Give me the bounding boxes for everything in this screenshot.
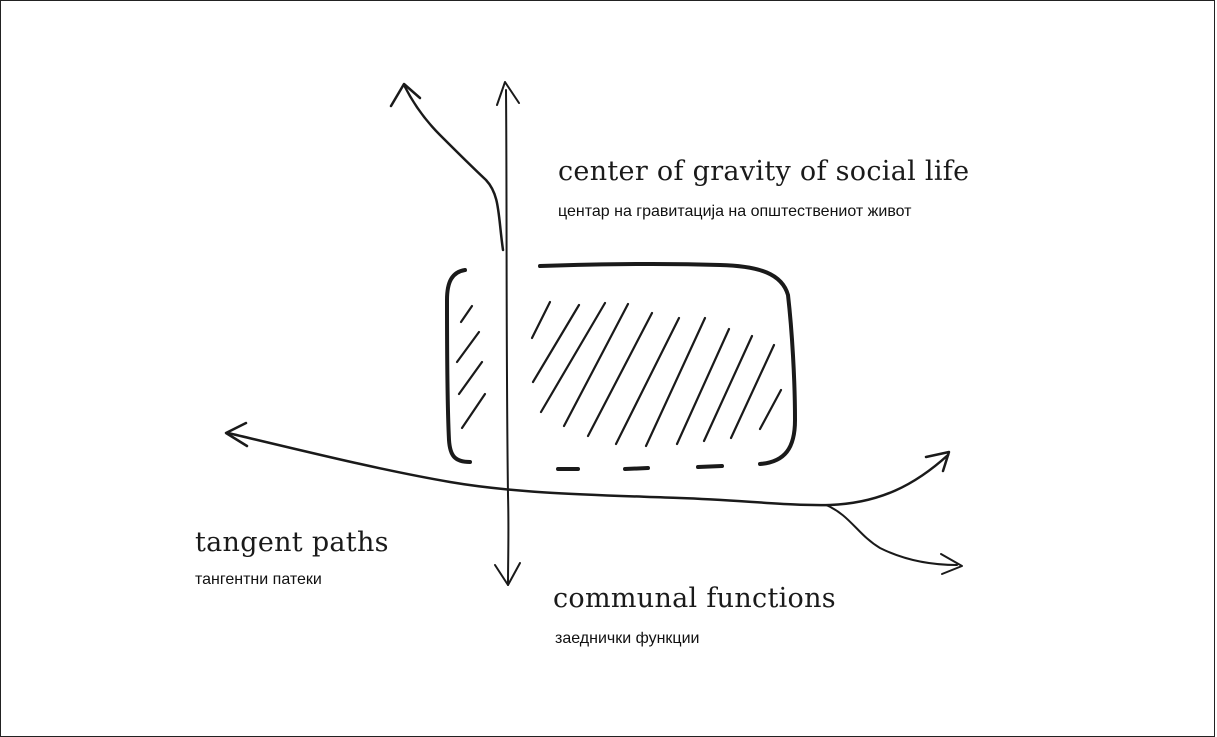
tangent-paths-label: tangent paths bbox=[195, 527, 389, 558]
upper-left-curve-arrow bbox=[389, 82, 505, 252]
communal-functions-translation: заеднички функции bbox=[555, 630, 700, 647]
vertical-axis-arrow bbox=[494, 81, 521, 586]
gravity-block bbox=[445, 261, 797, 471]
hatching bbox=[455, 300, 783, 448]
center-of-gravity-translation: центар на гравитација на општествениот ж… bbox=[558, 203, 912, 220]
communal-functions-label: communal functions bbox=[553, 583, 836, 614]
tangent-paths-translation: тангентни патеки bbox=[195, 571, 322, 588]
center-of-gravity-label: center of gravity of social life bbox=[558, 156, 970, 187]
tangent-path-arrow bbox=[224, 421, 951, 507]
communal-functions-arrow bbox=[825, 504, 963, 575]
